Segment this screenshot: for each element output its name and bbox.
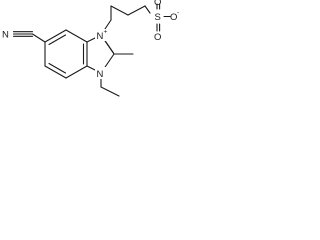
nitrile-triple-bond — [12, 31, 34, 37]
sulfur-label: S — [155, 12, 161, 23]
chemical-structure: N N + N O S O - O — [2, 0, 179, 97]
oxygen-top-label: O — [154, 0, 161, 8]
nitrile-nitrogen-label: N — [2, 30, 9, 41]
positive-charge-label: + — [104, 29, 108, 36]
sulfonate-group — [156, 3, 171, 32]
butyl-chain — [100, 5, 151, 36]
ring-nitrogen-plus-label: N — [97, 31, 104, 42]
oxygen-minus-label: O — [170, 12, 177, 23]
benzene-ring — [44, 29, 88, 79]
ring-nitrogen-ethyl-label: N — [97, 69, 104, 80]
oxygen-bottom-label: O — [154, 32, 161, 43]
negative-charge-label: - — [177, 9, 179, 16]
bond-nitrile-to-ring — [31, 33, 46, 43]
